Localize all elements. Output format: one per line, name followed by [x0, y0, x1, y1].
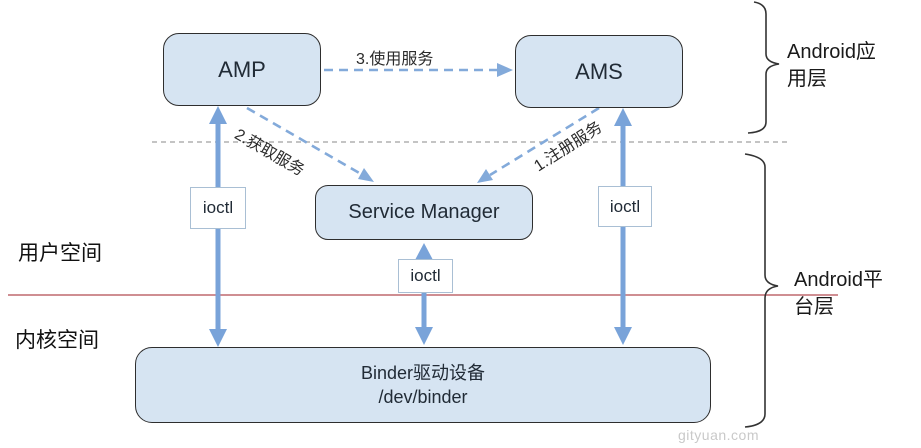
ioctl-box-service-manager: ioctl — [398, 259, 453, 293]
node-amp: AMP — [163, 33, 321, 106]
ioctl-box-amp: ioctl — [190, 187, 246, 229]
arrow-ams-binder — [614, 108, 632, 345]
node-binder-driver-label-line2: /dev/binder — [378, 387, 468, 407]
ioctl-box-ams-label: ioctl — [609, 196, 641, 216]
node-binder-driver: Binder驱动设备 /dev/binder — [135, 347, 711, 423]
node-service-manager-label: Service Manager — [348, 201, 500, 223]
node-ams: AMS — [515, 35, 683, 108]
dashed-arrow-use-service — [324, 63, 513, 77]
layer-label-android-platform: Android平台层 — [794, 269, 883, 318]
node-binder-driver-label-line1: Binder驱动设备 — [360, 362, 486, 383]
brace-platform-layer — [744, 153, 779, 428]
ioctl-box-ams: ioctl — [598, 186, 652, 227]
layer-label-android-app: Android应用层 — [787, 41, 876, 90]
brace-app-layer — [747, 1, 780, 134]
node-amp-label: AMP — [218, 56, 266, 82]
ioctl-box-amp-label: ioctl — [202, 198, 234, 217]
node-service-manager: Service Manager — [315, 185, 533, 240]
region-label-kernel-space: 内核空间 — [15, 329, 99, 352]
dashed-arrow-register-service — [477, 106, 600, 183]
dashed-arrow-get-service — [246, 106, 374, 182]
node-ams-label: AMS — [575, 58, 623, 84]
region-label-user-space: 用户空间 — [18, 242, 102, 265]
edge-label-use-service: 3.使用服务 — [356, 51, 434, 68]
ioctl-box-service-manager-label: ioctl — [410, 266, 441, 285]
watermark-text: gityuan.com — [678, 427, 759, 443]
